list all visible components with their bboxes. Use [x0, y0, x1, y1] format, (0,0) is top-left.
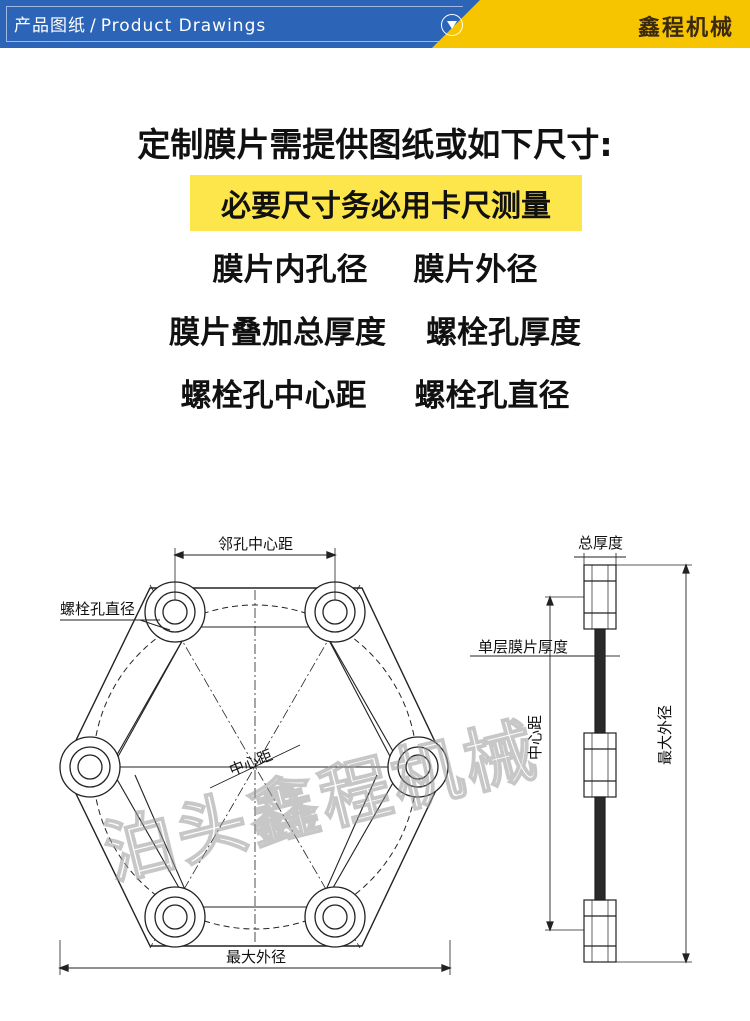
- section-title-separator: /: [90, 16, 97, 36]
- bolt-hole: [387, 736, 449, 798]
- dimension-item: 膜片叠加总厚度: [169, 315, 386, 351]
- inner-strap: [114, 626, 191, 763]
- dimension-row: 膜片内孔径 膜片外径: [0, 244, 750, 289]
- dimension-item: 螺栓孔中心距: [180, 378, 367, 414]
- inner-strap: [317, 774, 378, 909]
- dimension-item: 螺栓孔直径: [414, 378, 570, 414]
- label-side-center-distance: 中心距: [526, 715, 544, 760]
- spacer-block: [583, 564, 617, 630]
- dimension-item: 螺栓孔厚度: [426, 315, 581, 351]
- leader-line: [139, 619, 171, 631]
- main-heading: 定制膜片需提供图纸或如下尺寸:: [137, 125, 613, 164]
- membrane-stack: [594, 628, 606, 734]
- bolt-hole: [304, 581, 366, 643]
- section-title-en: Product Drawings: [100, 16, 267, 36]
- brand-name: 鑫程机械: [637, 16, 734, 41]
- dimension-item: 膜片内孔径: [212, 252, 368, 288]
- inner-strap: [190, 626, 403, 768]
- spacer-block: [583, 732, 617, 798]
- label-max-outer-diameter: 最大外径: [226, 948, 286, 966]
- section-title: 产品图纸/Product Drawings: [14, 11, 266, 36]
- label-bolt-hole-diameter: 螺栓孔直径: [60, 600, 135, 618]
- bolt-hole: [144, 886, 206, 948]
- label-single-layer-thickness: 单层膜片厚度: [478, 638, 568, 656]
- chevron-down-circle-icon[interactable]: [441, 14, 463, 36]
- bolt-hole: [59, 736, 121, 798]
- dimension-line: [209, 744, 301, 789]
- front-view: [58, 548, 452, 975]
- header-title-frame: [6, 6, 463, 42]
- bolt-hole: [304, 886, 366, 948]
- dimension-row: 螺栓孔中心距 螺栓孔直径: [0, 370, 750, 415]
- inner-strap: [134, 774, 194, 909]
- centerline-diagonal: [149, 584, 361, 949]
- dimension-item: 膜片外径: [413, 252, 538, 288]
- side-view: [470, 553, 692, 964]
- label-side-max-outer-diameter: 最大外径: [656, 705, 674, 765]
- watermark: 泊头鑫程机械: [96, 708, 547, 895]
- dimension-row: 膜片叠加总厚度 螺栓孔厚度: [0, 307, 750, 352]
- header-accent: [480, 0, 530, 48]
- measure-note: 必要尺寸务必用卡尺测量: [190, 175, 582, 231]
- membrane-stack: [594, 796, 606, 901]
- inner-strap: [321, 626, 394, 763]
- centerline-diagonal: [149, 584, 361, 949]
- label-total-thickness: 总厚度: [578, 534, 623, 552]
- section-title-cn: 产品图纸: [14, 16, 86, 36]
- header-title-panel: [0, 0, 480, 48]
- technical-drawing: 邻孔中心距 螺栓孔直径 中心距 最大外径: [58, 534, 692, 975]
- label-adjacent-hole-center: 邻孔中心距: [218, 535, 293, 553]
- spacer-block: [583, 899, 617, 963]
- header-bar: 产品图纸/Product Drawings 鑫程机械: [0, 0, 750, 48]
